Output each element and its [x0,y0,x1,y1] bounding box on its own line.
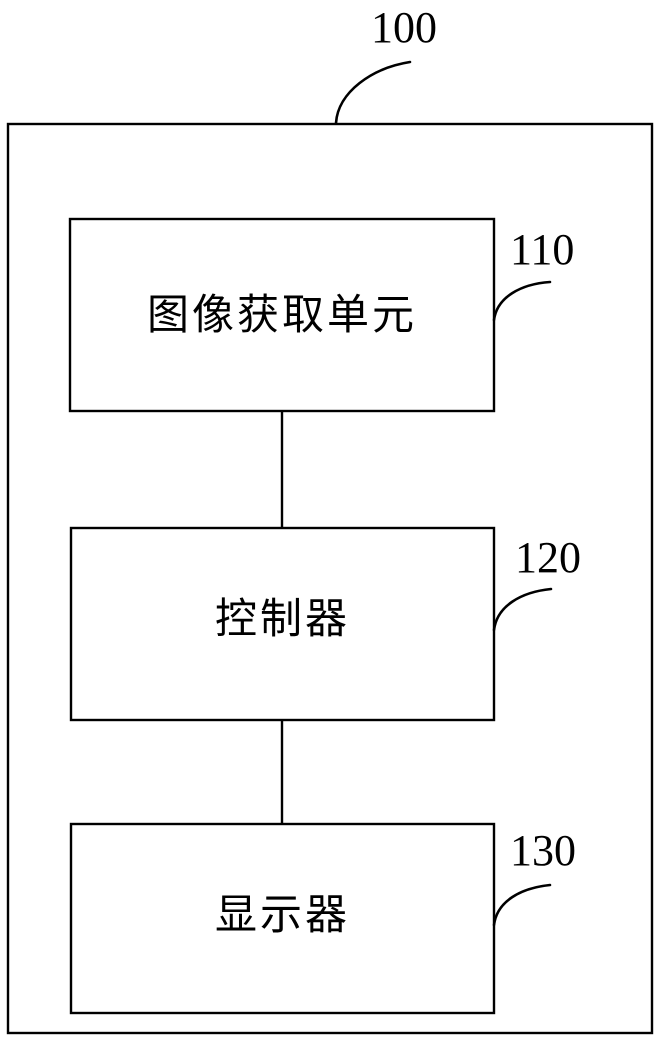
reference-numeral-100: 100 [371,3,437,52]
block-box-display [69,822,496,1015]
leader-line-100 [334,60,412,125]
block-label-image-acquisition-unit: 图像获取单元 [146,290,417,339]
reference-numeral-110: 110 [510,225,575,274]
reference-numeral-120: 120 [515,533,581,582]
outer-enclosure-box [6,122,654,1035]
block-label-display: 显示器 [214,890,350,939]
leader-line-110 [492,280,552,322]
block-label-controller: 控制器 [214,594,350,643]
leader-line-120 [492,587,553,632]
reference-numeral-130: 130 [510,826,576,875]
leader-line-130 [492,883,552,927]
